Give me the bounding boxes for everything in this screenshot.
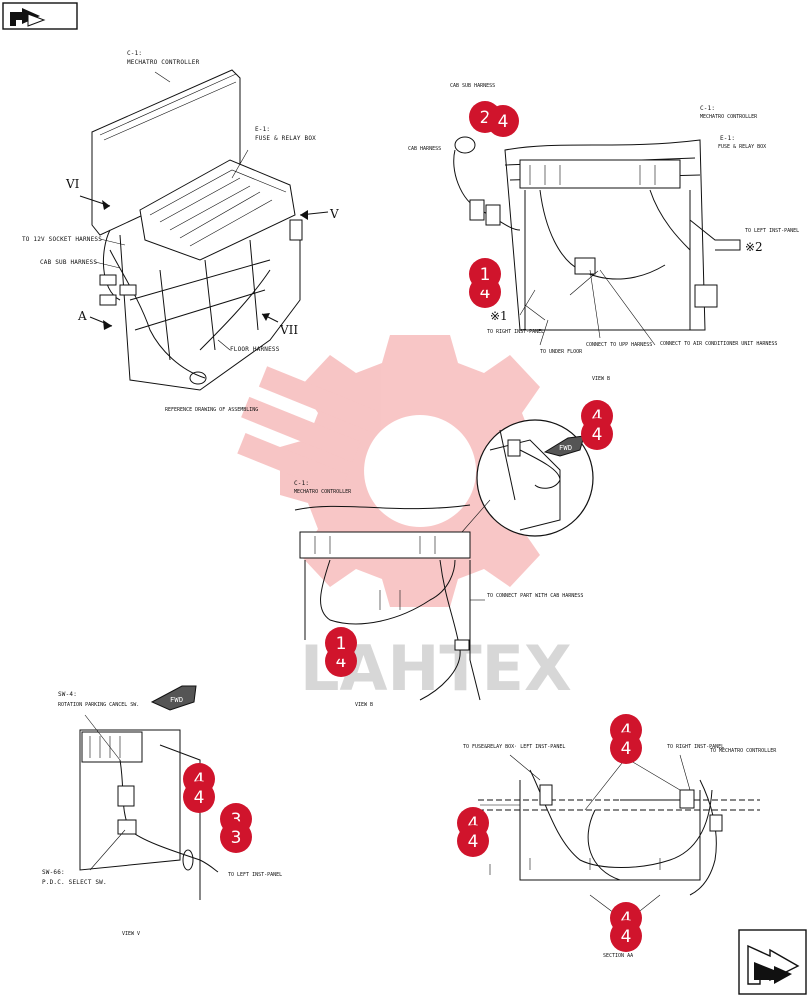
label-view-b-mid: VIEW B xyxy=(355,702,373,708)
callout-badge[interactable]: 4 xyxy=(183,781,215,813)
svg-text:4: 4 xyxy=(621,927,632,947)
label-c1-mid: C-1: xyxy=(294,480,309,487)
svg-text:1: 1 xyxy=(336,634,347,654)
svg-text:4: 4 xyxy=(592,407,603,427)
label-connect-air: CONNECT TO AIR CONDITIONER UNIT HARNESS xyxy=(660,341,777,347)
svg-text:4: 4 xyxy=(621,721,632,741)
label-e1-tr: E-1: xyxy=(720,135,735,142)
svg-text:2: 2 xyxy=(480,108,491,128)
label-arrow-a: A xyxy=(77,309,87,323)
next-page-arrow-icon[interactable] xyxy=(738,929,807,995)
svg-text:4: 4 xyxy=(621,909,632,929)
view-b-drawing-middle xyxy=(294,504,485,701)
label-to-left-inst-tr: TO LEFT INST-PANEL xyxy=(745,228,799,234)
svg-text:4: 4 xyxy=(592,425,603,445)
callout-badge[interactable]: 4 xyxy=(487,105,519,137)
label-floor-harness: FLOOR HARNESS xyxy=(230,346,280,353)
svg-text:4: 4 xyxy=(468,814,479,834)
label-fwd-mid: FWD xyxy=(559,444,572,452)
label-view-b-tr: VIEW B xyxy=(592,376,610,382)
callout-badge[interactable]: 1 xyxy=(469,258,501,290)
label-fwd-bl: FWD xyxy=(170,696,183,704)
label-pdc-select: P.D.C. SELECT SW. xyxy=(42,879,107,886)
label-mechatro-tr: MECHATRO CONTROLLER xyxy=(700,114,758,120)
callout-badge[interactable]: 4 xyxy=(581,418,613,450)
label-c1-top: C-1: xyxy=(127,50,142,57)
svg-text:4: 4 xyxy=(336,652,347,672)
label-fuse-relay-top: FUSE & RELAY BOX xyxy=(255,135,316,142)
label-to-right-inst-br: TO RIGHT INST-PANEL xyxy=(667,744,724,750)
svg-text:4: 4 xyxy=(194,770,205,790)
svg-text:4: 4 xyxy=(194,788,205,808)
label-to-fuse-relay-left: TO FUSE&RELAY BOX· LEFT INST-PANEL xyxy=(463,744,565,750)
label-cab-sub-left: CAB SUB HARNESS xyxy=(40,259,97,266)
callout-badge[interactable]: 4 xyxy=(610,920,642,952)
label-cab-sub-title-tr: CAB SUB HARNESS xyxy=(450,83,495,89)
callout-badge[interactable]: 1 xyxy=(325,627,357,659)
label-fuse-relay-tr: FUSE & RELAY BOX xyxy=(718,144,766,150)
label-cab-harness-tr: CAB HARNESS xyxy=(408,146,441,152)
callout-badges: 2 4 4 1 4 4 4 1 4 4 3 3 4 4 4 4 4 4 xyxy=(183,101,642,952)
svg-text:3: 3 xyxy=(231,810,242,830)
label-rotation-parking: ROTATION PARKING CANCEL SW. xyxy=(58,702,139,708)
label-to-connect-part: TO CONNECT PART WITH CAB HARNESS xyxy=(487,593,583,599)
view-v-drawing-bottom-left: FWD xyxy=(79,685,219,900)
svg-text:4: 4 xyxy=(480,283,491,303)
svg-text:1: 1 xyxy=(480,265,491,285)
label-mechatro-mid: MECHATRO CONTROLLER xyxy=(294,489,352,495)
callout-badge[interactable]: 4 xyxy=(610,732,642,764)
label-connect-upp: CONNECT TO UPP HARNESS xyxy=(586,342,652,348)
svg-text:3: 3 xyxy=(231,828,242,848)
svg-text:4: 4 xyxy=(498,112,509,132)
return-arrow-icon[interactable] xyxy=(2,2,78,30)
label-section-aa: SECTION AA xyxy=(603,953,633,959)
detail-circle-middle: FWD xyxy=(454,419,594,541)
label-mechatro-top: MECHATRO CONTROLLER xyxy=(127,59,200,66)
label-e1-top: E-1: xyxy=(255,126,270,133)
label-to-under-floor: TO UNDER FLOOR xyxy=(540,349,583,355)
label-sw4: SW-4: xyxy=(58,691,77,698)
callout-badge[interactable]: 4 xyxy=(457,825,489,857)
view-b-drawing-top-right xyxy=(453,136,741,346)
label-to-left-inst-bl: TO LEFT INST-PANEL xyxy=(228,872,282,878)
label-view-v-bl: VIEW V xyxy=(122,931,140,937)
assembly-drawing-top-left xyxy=(79,69,329,391)
label-view-vi: VI xyxy=(65,177,80,191)
label-mark2: ※2 xyxy=(745,240,763,254)
label-reference: REFERENCE DRAWING OF ASSEMBLING xyxy=(165,407,258,413)
label-view-vii: VII xyxy=(279,323,298,337)
label-c1-tr: C-1: xyxy=(700,105,715,112)
label-to-right-inst-tr: TO RIGHT INST-PANEL xyxy=(487,329,544,335)
svg-text:4: 4 xyxy=(468,832,479,852)
label-view-v: V xyxy=(329,207,339,221)
label-to-mechatro-br: TO MECHATRO CONTROLLER xyxy=(710,748,777,754)
section-aa-drawing-bottom-right xyxy=(478,754,760,923)
svg-text:4: 4 xyxy=(621,739,632,759)
label-sw66: SW-66: xyxy=(42,869,65,876)
label-mark1: ※1 xyxy=(490,309,508,323)
callout-badge[interactable]: 3 xyxy=(220,821,252,853)
label-to-12v: TO 12V SOCKET HARNESS xyxy=(22,236,102,243)
